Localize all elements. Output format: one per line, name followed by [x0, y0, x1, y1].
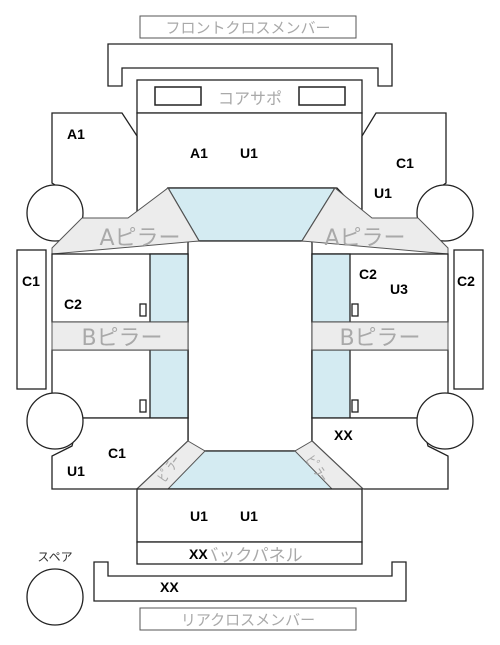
side-sill-right — [453, 249, 484, 390]
front-cross-member-label-box — [139, 15, 357, 39]
wheel-front-right — [416, 184, 474, 242]
wheel-rear-left — [26, 392, 84, 450]
door-handle-rear-right — [351, 399, 359, 413]
b-pillar-left-label: Bピラー — [81, 326, 162, 351]
a-pillar-left-label: Aピラー — [99, 226, 180, 251]
code-right-mid-u: U3 — [390, 281, 408, 297]
door-handle-front-right — [351, 303, 359, 317]
b-pillar-right-label: Bピラー — [339, 326, 420, 351]
code-left-mid-c: C2 — [64, 296, 82, 312]
spare-label: スペア — [37, 550, 72, 564]
code-rear-cross-xx: XX — [160, 579, 179, 595]
headlight-right — [298, 86, 346, 106]
side-glass-front-right — [311, 253, 351, 323]
side-glass-rear-left — [149, 349, 189, 419]
trunk-lid — [136, 488, 363, 543]
headlight-left — [154, 86, 202, 106]
front-cross-member-bracket — [107, 43, 393, 87]
front-cross-member-label: フロントクロスメンバー — [165, 19, 330, 37]
code-rear-left-c: C1 — [108, 445, 126, 461]
door-handle-rear-left — [139, 399, 147, 413]
code-front-center-a: A1 — [190, 145, 208, 161]
code-rear-left-u: U1 — [67, 463, 85, 479]
code-right-side-c: C2 — [457, 273, 475, 289]
code-left-side-c: C1 — [22, 273, 40, 289]
b-pillar-right — [311, 321, 449, 351]
code-back-panel-xx: XX — [189, 546, 208, 562]
code-rear-right-xx: XX — [334, 427, 353, 443]
rear-cross-member-bracket — [93, 561, 407, 602]
wheel-front-left — [26, 184, 84, 242]
code-trunk-u2: U1 — [240, 508, 258, 524]
rear-cross-member-label: リアクロスメンバー — [181, 611, 315, 629]
spare-tire — [26, 568, 84, 626]
side-sill-left — [16, 249, 47, 390]
a-pillar-right-label: Aピラー — [324, 226, 405, 251]
code-trunk-u1: U1 — [190, 508, 208, 524]
back-panel-label: バックパネル — [201, 546, 302, 566]
door-handle-front-left — [139, 303, 147, 317]
code-front-left-outer: A1 — [67, 126, 85, 142]
side-glass-front-left — [149, 253, 189, 323]
side-glass-rear-right — [311, 349, 351, 419]
code-right-mid-c: C2 — [359, 266, 377, 282]
code-front-right-u: U1 — [374, 185, 392, 201]
b-pillar-left — [51, 321, 189, 351]
code-front-right-c: C1 — [396, 155, 414, 171]
back-panel-code-mask — [188, 546, 210, 562]
code-front-center-u: U1 — [240, 145, 258, 161]
a-pillar-left — [51, 187, 200, 255]
core-support-label: コアサポ — [218, 89, 282, 108]
wheel-rear-right — [416, 392, 474, 450]
rear-cross-member-label-box — [139, 607, 357, 631]
roof-panel — [187, 240, 313, 452]
